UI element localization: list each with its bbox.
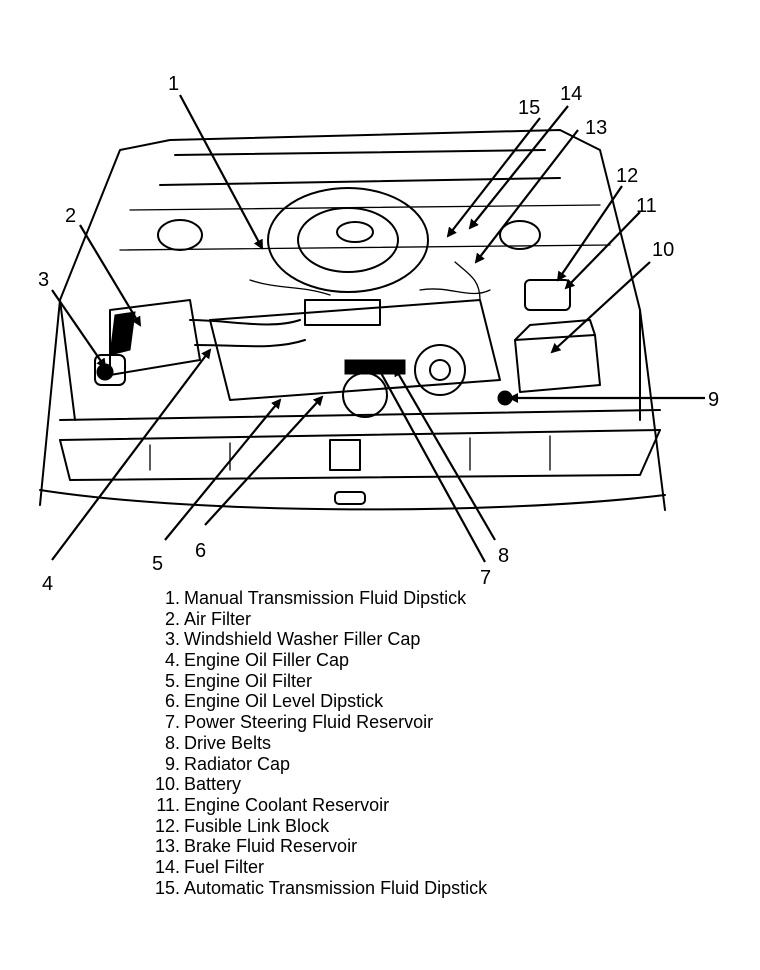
legend-item: 12.Fusible Link Block xyxy=(140,816,740,837)
legend-number: 2. xyxy=(164,608,180,629)
engine-bay-artwork xyxy=(39,129,666,511)
legend-label: Engine Oil Level Dipstick xyxy=(184,691,384,712)
callout-13: 13 xyxy=(585,117,607,139)
legend-number: 14. xyxy=(154,856,180,877)
callout-4: 4 xyxy=(42,573,53,590)
callout-10: 10 xyxy=(652,239,674,261)
legend-item: 11.Engine Coolant Reservoir xyxy=(140,795,740,816)
callout-7: 7 xyxy=(480,567,491,589)
callout-12: 12 xyxy=(616,165,638,187)
legend-item: 3.Windshield Washer Filler Cap xyxy=(140,629,740,650)
legend-label: Air Filter xyxy=(184,608,251,629)
legend-label: Battery xyxy=(184,774,242,795)
legend-label: Manual Transmission Fluid Dipstick xyxy=(184,588,467,608)
legend-number: 13. xyxy=(154,836,180,857)
callout-15: 15 xyxy=(518,97,540,119)
legend-number: 6. xyxy=(164,691,180,712)
legend-number: 15. xyxy=(154,877,180,898)
legend-number: 9. xyxy=(164,753,180,774)
legend-number: 5. xyxy=(164,670,180,691)
callout-8: 8 xyxy=(498,545,509,567)
callout-1: 1 xyxy=(168,73,179,95)
legend-label: Engine Oil Filler Cap xyxy=(184,650,350,671)
legend-label: Engine Coolant Reservoir xyxy=(184,794,390,815)
legend-item: 4.Engine Oil Filler Cap xyxy=(140,650,740,671)
component-legend: 1.Manual Transmission Fluid Dipstick 2.A… xyxy=(140,588,740,898)
legend-item: 10.Battery xyxy=(140,774,740,795)
legend-label: Windshield Washer Filler Cap xyxy=(184,629,421,650)
legend-label: Engine Oil Filter xyxy=(184,670,313,691)
callout-2: 2 xyxy=(65,205,76,227)
callout-numbers: 1 2 3 4 5 6 7 8 9 10 11 12 13 14 15 xyxy=(38,73,719,590)
legend-item: 7.Power Steering Fluid Reservoir xyxy=(140,712,740,733)
legend-item: 2.Air Filter xyxy=(140,609,740,630)
legend-label: Automatic Transmission Fluid Dipstick xyxy=(184,877,488,898)
legend-label: Radiator Cap xyxy=(184,753,291,774)
legend-item: 1.Manual Transmission Fluid Dipstick xyxy=(140,588,740,609)
legend-item: 9.Radiator Cap xyxy=(140,754,740,775)
legend-number: 3. xyxy=(164,629,180,650)
legend-number: 1. xyxy=(164,588,180,608)
legend-item: 15.Automatic Transmission Fluid Dipstick xyxy=(140,878,740,899)
legend-item: 14.Fuel Filter xyxy=(140,857,740,878)
legend-label: Power Steering Fluid Reservoir xyxy=(184,712,434,733)
legend-label: Fuel Filter xyxy=(184,856,265,877)
leader-lines xyxy=(51,94,705,563)
callout-14: 14 xyxy=(560,83,582,105)
callout-3: 3 xyxy=(38,269,49,291)
legend-item: 8.Drive Belts xyxy=(140,733,740,754)
legend-number: 10. xyxy=(154,774,180,795)
callout-9: 9 xyxy=(708,389,719,411)
legend-number: 8. xyxy=(164,732,180,753)
callout-11: 11 xyxy=(636,195,657,217)
legend-label: Fusible Link Block xyxy=(184,815,330,836)
legend-item: 13.Brake Fluid Reservoir xyxy=(140,836,740,857)
legend-number: 7. xyxy=(164,712,180,733)
legend-item: 6.Engine Oil Level Dipstick xyxy=(140,691,740,712)
legend-number: 12. xyxy=(154,815,180,836)
callout-5: 5 xyxy=(152,553,163,575)
engine-bay-diagram: 1 2 3 4 5 6 7 8 9 10 11 12 13 14 15 xyxy=(38,73,719,590)
callout-6: 6 xyxy=(195,540,206,562)
legend-number: 4. xyxy=(164,650,180,671)
legend-label: Drive Belts xyxy=(184,732,272,753)
legend-label: Brake Fluid Reservoir xyxy=(184,836,358,857)
legend-number: 11. xyxy=(156,794,180,815)
legend-item: 5.Engine Oil Filter xyxy=(140,671,740,692)
